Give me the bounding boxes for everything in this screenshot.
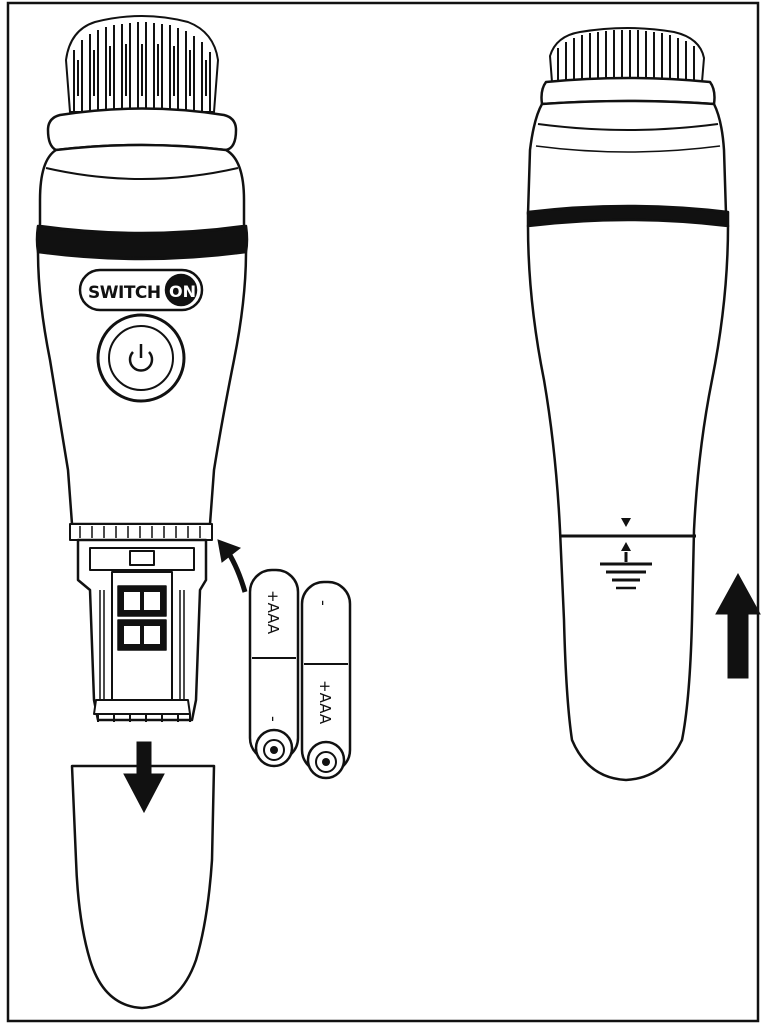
brush-bristles-left (65, 15, 219, 113)
battery-2-minus: - (314, 600, 333, 606)
arrow-down-icon (123, 741, 165, 814)
align-mark-up-icon (621, 542, 631, 551)
power-button (96, 313, 186, 403)
battery-1-minus: - (264, 716, 283, 722)
curved-arrow-icon (217, 539, 248, 593)
left-device: SWITCH ON (35, 15, 249, 1010)
diagram-frame (6, 1, 760, 1023)
battery-2-label: +AAA (316, 680, 334, 725)
align-mark-down-icon (621, 518, 631, 527)
power-icon (128, 344, 154, 372)
upper-body-left (38, 143, 246, 235)
battery-1: +AAA - (248, 568, 300, 768)
handle-right (526, 218, 730, 782)
removed-cap (70, 764, 216, 1010)
battery-2: - +AAA (300, 580, 352, 780)
right-device (526, 27, 730, 782)
arrow-up-icon (715, 572, 761, 679)
logo-text-on: ON (169, 282, 196, 301)
switchon-logo: SWITCH ON (78, 268, 204, 312)
brush-bristles-right (549, 27, 705, 83)
upper-body-right (526, 99, 728, 216)
battery-1-label: +AAA (264, 590, 282, 635)
logo-text-switch: SWITCH (88, 283, 161, 303)
battery-compartment (76, 538, 208, 722)
lock-symbol-icon (600, 552, 652, 590)
